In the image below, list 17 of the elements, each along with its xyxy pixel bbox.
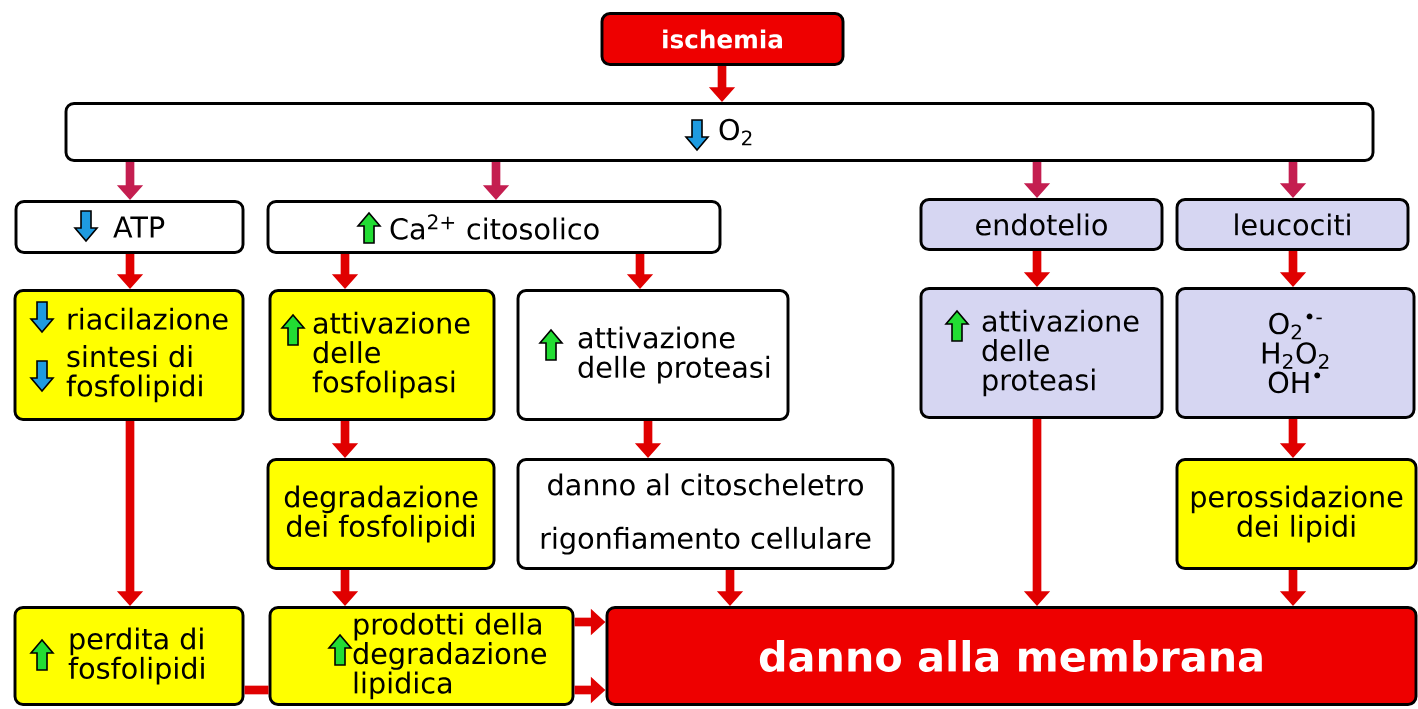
- outcome-box: danno alla membrana: [605, 606, 1418, 706]
- process-box: Ca$^{2+}$ citosolico: [266, 200, 722, 254]
- process-box: endotelio: [919, 198, 1164, 251]
- process-box: O$_{2}$•- H$_{2}$O$_{2}$ OH$^{•}$: [1175, 287, 1416, 419]
- process-box: prodotti della degradazione lipidica: [268, 606, 575, 706]
- process-box: O$_{2}$: [64, 102, 1375, 162]
- process-box: leucociti: [1175, 198, 1410, 251]
- process-box: riacilazione sintesi di fosfolipidi: [13, 289, 245, 421]
- process-box: degradazione dei fosfolipidi: [266, 458, 496, 570]
- process-box: attivazione delle fosfolipasi: [268, 289, 496, 421]
- process-box: danno al citoscheletro rigonfiamento cellulare: [516, 458, 895, 570]
- process-box: perossidazione dei lipidi: [1175, 458, 1418, 570]
- process-box: attivazione delle proteasi: [919, 287, 1164, 419]
- process-box: ATP: [14, 200, 245, 254]
- process-box: attivazione delle proteasi: [516, 289, 790, 421]
- process-box: perdita di fosfolipidi: [13, 606, 245, 706]
- process-box: ischemia: [600, 12, 845, 66]
